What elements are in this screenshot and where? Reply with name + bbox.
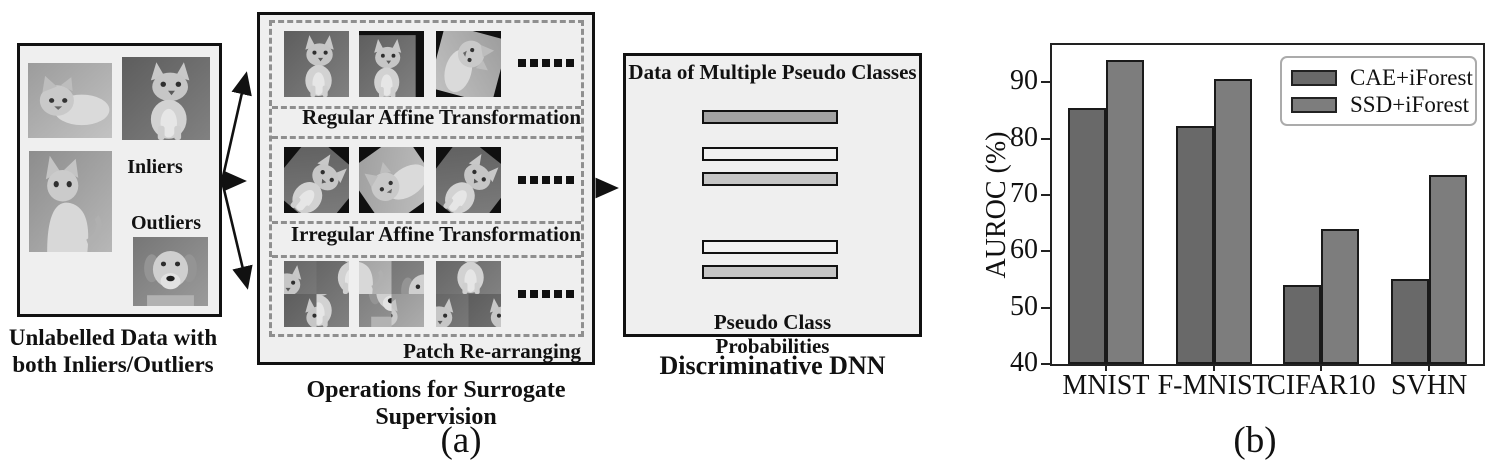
dog-photo xyxy=(133,237,208,306)
dashed-divider-4 xyxy=(272,255,581,258)
panel-a-caption: (a) xyxy=(440,420,482,461)
x-tick-cifar10 xyxy=(1320,364,1323,371)
kitten-photo-sitting xyxy=(29,151,112,252)
outliers-label: Outliers xyxy=(131,212,201,234)
cat-photo-patches xyxy=(284,261,349,327)
patch-rearranging-label: Patch Re-arranging xyxy=(403,339,581,363)
dnn-layer-1 xyxy=(702,110,838,124)
dog-cat-photo-patches xyxy=(359,261,424,327)
cat-photo-rotated-45b xyxy=(436,147,501,213)
legend-swatch-cae-iforest xyxy=(1291,69,1337,86)
dnn-layer-4 xyxy=(702,240,838,254)
unlabelled-data-caption-line1: Unlabelled Data with xyxy=(8,325,218,350)
legend-label-cae-iforest: CAE+iForest xyxy=(1350,64,1473,90)
unlabelled-data-caption: Unlabelled Data with both Inliers/Outlie… xyxy=(2,324,224,378)
bar-cae-iforest-cifar10 xyxy=(1283,285,1322,364)
cat-photo-lying xyxy=(28,63,112,138)
cat-photo-rotated-dark xyxy=(436,31,501,97)
panel-b-caption: (b) xyxy=(1233,420,1277,461)
x-tick-svhn xyxy=(1428,364,1431,371)
y-tick-label-90: 90 xyxy=(1010,65,1038,97)
y-tick-label-60: 60 xyxy=(1010,234,1038,266)
y-tick-90 xyxy=(1041,81,1050,84)
x-tick-f-mnist xyxy=(1212,364,1215,371)
cat-photo-rotated-45 xyxy=(284,147,349,213)
bar-cae-iforest-mnist xyxy=(1067,107,1106,364)
y-tick-60 xyxy=(1041,250,1050,253)
y-tick-40 xyxy=(1041,363,1050,365)
operations-caption: Operations for Surrogate Supervision xyxy=(306,377,566,430)
arrow-inliers-to-patch xyxy=(220,180,253,290)
y-tick-80 xyxy=(1041,137,1050,140)
dnn-output-label: Pseudo Class Probabilities xyxy=(713,310,832,358)
dashed-divider-2 xyxy=(272,136,581,139)
dnn-layer-2 xyxy=(702,147,838,161)
x-tick-label-f-mnist: F-MNIST xyxy=(1157,370,1270,401)
y-tick-label-50: 50 xyxy=(1010,290,1038,322)
bar-ssd-iforest-cifar10 xyxy=(1321,228,1360,364)
legend-row-cae-iforest: CAE+iForest xyxy=(1291,64,1475,91)
y-tick-label-70: 70 xyxy=(1010,177,1038,209)
arrow-inliers-to-regular xyxy=(220,71,252,182)
bar-cae-iforest-svhn xyxy=(1391,279,1430,364)
operations-dashed-frame xyxy=(269,20,584,337)
y-tick-label-40: 40 xyxy=(1010,347,1038,378)
y-tick-50 xyxy=(1041,306,1050,309)
irregular-affine-label: Irregular Affine Transformation xyxy=(290,222,581,246)
bar-cae-iforest-f-mnist xyxy=(1175,125,1214,364)
dnn-input-label: Data of Multiple Pseudo Classes xyxy=(628,60,917,84)
legend-row-ssd-iforest: SSD+iForest xyxy=(1291,91,1475,118)
dnn-layer-3 xyxy=(702,172,838,186)
ellipsis-dots-row3 xyxy=(518,290,574,298)
y-tick-70 xyxy=(1041,193,1050,196)
regular-affine-label: Regular Affine Transformation xyxy=(302,105,581,129)
dnn-box xyxy=(623,53,922,337)
legend-label-ssd-iforest: SSD+iForest xyxy=(1350,91,1470,117)
ellipsis-dots-row2 xyxy=(518,176,574,184)
bar-ssd-iforest-f-mnist xyxy=(1213,79,1252,364)
x-tick-label-cifar10: CIFAR10 xyxy=(1267,370,1376,401)
ellipsis-dots-row1 xyxy=(518,59,574,67)
x-tick-label-mnist: MNIST xyxy=(1062,370,1150,401)
y-tick-label-80: 80 xyxy=(1010,121,1038,153)
inliers-label: Inliers xyxy=(127,156,183,178)
legend-swatch-ssd-iforest xyxy=(1291,96,1337,113)
cat-photo xyxy=(284,31,349,97)
dashed-divider-3 xyxy=(272,221,581,224)
cat-photo-shifted xyxy=(359,31,424,97)
dnn-layer-5 xyxy=(702,265,838,279)
x-tick-mnist xyxy=(1104,364,1107,371)
cat-photo-patches-2 xyxy=(436,261,501,327)
kitten-photo-standing xyxy=(122,57,210,140)
cat-photo-rotated-neg xyxy=(359,147,424,213)
bar-ssd-iforest-svhn xyxy=(1429,175,1468,364)
bar-ssd-iforest-mnist xyxy=(1105,59,1144,364)
dashed-divider-1 xyxy=(272,106,581,109)
x-tick-label-svhn: SVHN xyxy=(1391,370,1468,401)
unlabelled-data-caption-line2: both Inliers/Outliers xyxy=(12,352,214,377)
dnn-caption: Discriminative DNN xyxy=(659,351,886,380)
